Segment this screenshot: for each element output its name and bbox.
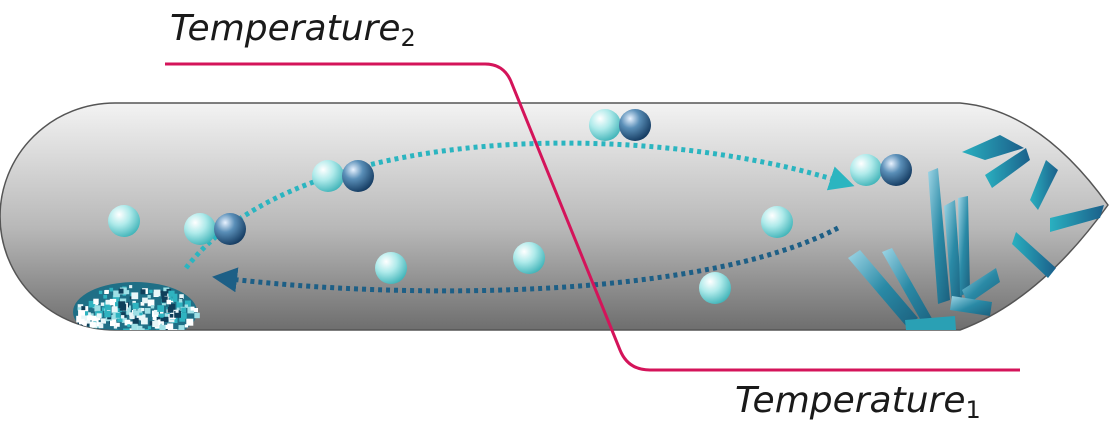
atom-icon [375, 252, 407, 284]
atom-icon [761, 206, 793, 238]
temperature-2-label: Temperature2 [170, 8, 416, 52]
atom-icon [108, 205, 140, 237]
atom-icon [699, 272, 731, 304]
temperature-1-label: Temperature1 [735, 380, 981, 424]
atom-icon [513, 242, 545, 274]
